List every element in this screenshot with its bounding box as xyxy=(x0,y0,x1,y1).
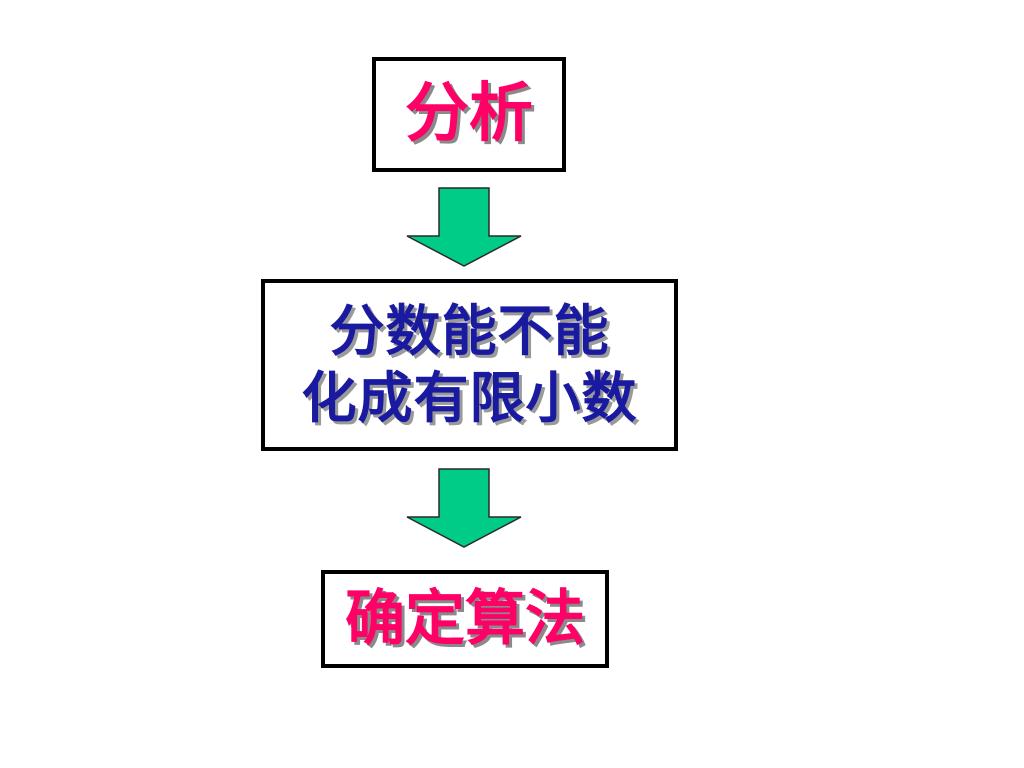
step-algorithm-box: 确定算法 xyxy=(321,570,609,668)
step-question-label: 分数能不能 化成有限小数 xyxy=(301,298,638,430)
down-arrow-icon xyxy=(406,468,522,548)
step-algorithm-label: 确定算法 xyxy=(345,584,585,654)
step-analysis-label: 分析 xyxy=(405,77,533,152)
step-question-box: 分数能不能 化成有限小数 xyxy=(261,279,678,451)
step-analysis-box: 分析 xyxy=(372,57,566,172)
down-arrow-icon xyxy=(406,187,522,267)
